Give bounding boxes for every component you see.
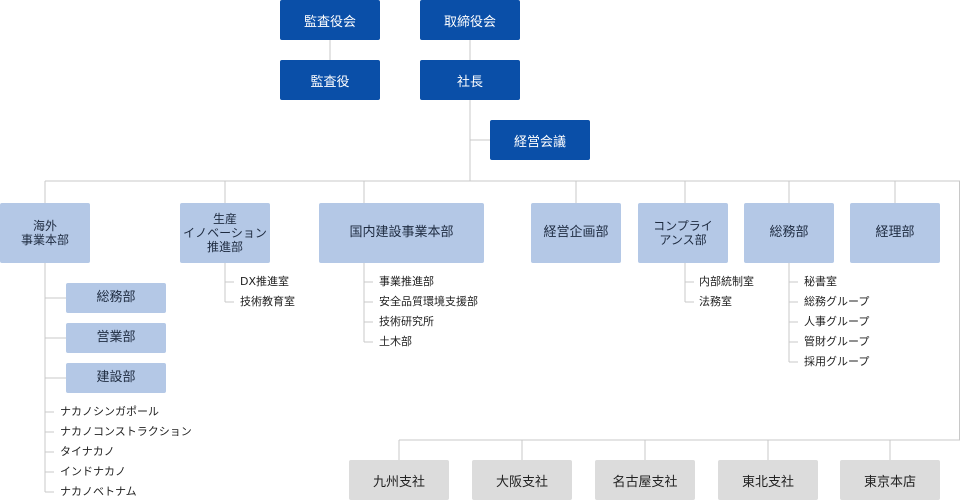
overseas-subunit-box[interactable]: 総務部 (66, 283, 166, 313)
overseas-branch-item: ナカノコンストラクション (60, 425, 192, 438)
branch-office-box[interactable]: 東北支社 (718, 460, 818, 500)
accounting-box[interactable]: 経理部 (850, 203, 940, 263)
general-affairs-box[interactable]: 総務部 (744, 203, 834, 263)
branch-office-box[interactable]: 九州支社 (349, 460, 449, 500)
compliance-box[interactable]: コンプライ アンス部 (638, 203, 728, 263)
auditor-box[interactable]: 監査役 (280, 60, 380, 100)
domestic-item: 技術研究所 (379, 315, 434, 328)
overseas-branch-item: インドナカノ (60, 465, 126, 478)
domestic-item: 土木部 (379, 335, 412, 348)
management-meeting-box[interactable]: 経営会議 (490, 120, 590, 160)
overseas-subunit-box[interactable]: 営業部 (66, 323, 166, 353)
overseas-branch-item: ナカノベトナム (60, 485, 137, 498)
branch-office-box[interactable]: 東京本店 (840, 460, 940, 500)
domestic-item: 事業推進部 (379, 275, 434, 288)
overseas-subunit-box[interactable]: 建設部 (66, 363, 166, 393)
overseas-branch-item: タイナカノ (60, 445, 115, 458)
general-affairs-item: 秘書室 (804, 275, 837, 288)
president-box[interactable]: 社長 (420, 60, 520, 100)
board-of-directors-box[interactable]: 取締役会 (420, 0, 520, 40)
general-affairs-item: 管財グループ (804, 335, 870, 348)
general-affairs-item: 人事グループ (804, 315, 870, 328)
compliance-item: 法務室 (699, 295, 732, 308)
audit-board-box[interactable]: 監査役会 (280, 0, 380, 40)
production-item: 技術教育室 (240, 295, 295, 308)
overseas-branch-item: ナカノシンガポール (60, 405, 159, 418)
overseas-division-box[interactable]: 海外 事業本部 (0, 203, 90, 263)
production-item: DX推進室 (240, 275, 290, 288)
compliance-item: 内部統制室 (699, 275, 754, 288)
general-affairs-item: 総務グループ (804, 295, 870, 308)
branch-office-box[interactable]: 名古屋支社 (595, 460, 695, 500)
domestic-item: 安全品質環境支援部 (379, 295, 478, 308)
branch-office-box[interactable]: 大阪支社 (472, 460, 572, 500)
production-innovation-box[interactable]: 生産 イノベーション 推進部 (180, 203, 270, 263)
corporate-planning-box[interactable]: 経営企画部 (531, 203, 621, 263)
general-affairs-item: 採用グループ (804, 355, 870, 368)
domestic-construction-box[interactable]: 国内建設事業本部 (319, 203, 484, 263)
